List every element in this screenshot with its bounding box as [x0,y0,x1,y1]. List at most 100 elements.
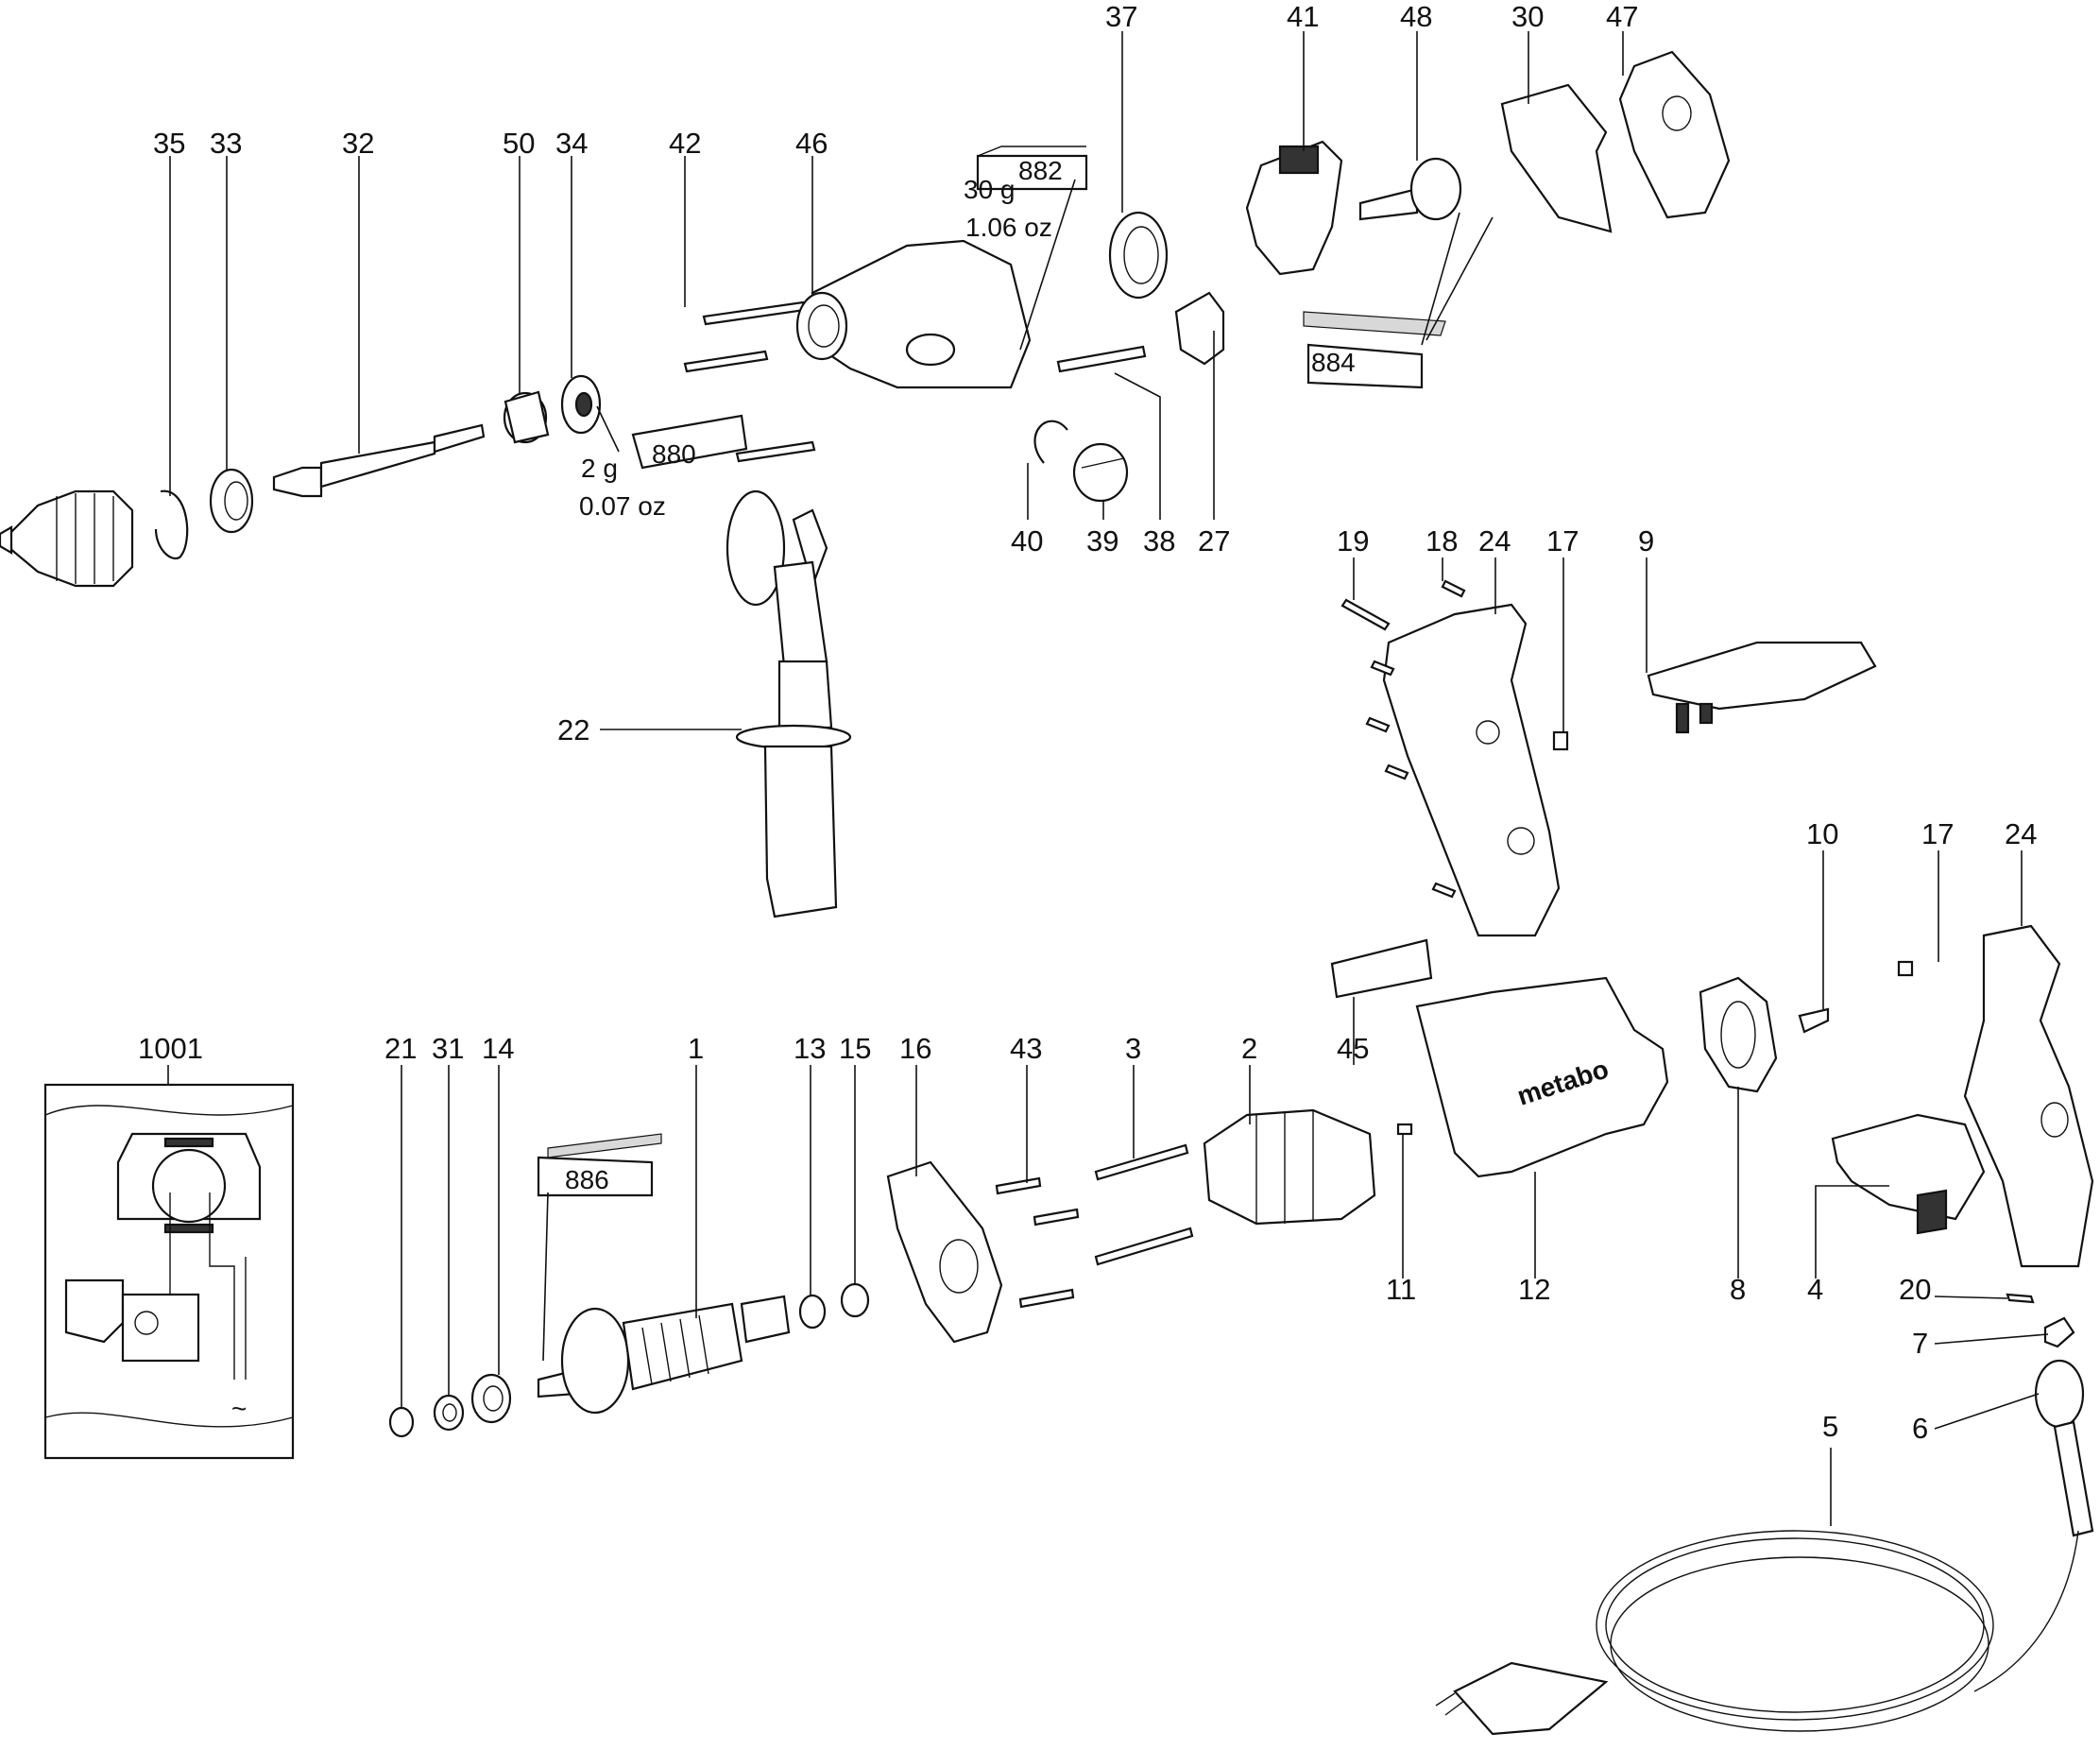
grease-882-amount: 30 g [964,175,1016,204]
part-33-bearing [209,468,254,534]
grease-884-code: 884 [1311,348,1356,377]
part-9-cover-plate [1647,641,1877,734]
label-45: 45 [1337,1032,1369,1065]
part-3-screws [1094,1143,1194,1266]
label-1: 1 [688,1032,704,1065]
part-20-screw [2006,1293,2035,1304]
part-17b-pin [1897,960,1914,977]
part-5-power-cord [1435,1530,2079,1736]
grease-tube-880: 880 [631,414,748,470]
label-3: 3 [1125,1032,1141,1065]
label-4: 4 [1807,1273,1823,1306]
label-42: 42 [669,127,701,160]
label-38: 38 [1143,524,1175,558]
part-24b-handle-half-right [1963,924,2094,1268]
part-46-gear-housing [795,239,1032,389]
part-24-handle-half-left [1382,603,1561,937]
label-7: 7 [1912,1327,1928,1360]
label-17b: 17 [1921,817,1954,850]
label-1001: 1001 [138,1032,203,1065]
part-35-circlip [154,489,189,560]
label-5: 5 [1822,1410,1838,1443]
label-16: 16 [899,1032,931,1065]
part-32-spindle [272,423,486,498]
label-30: 30 [1511,0,1544,33]
part-37-gear [1108,211,1169,300]
label-11: 11 [1386,1273,1416,1306]
part-14-bearing [470,1373,512,1424]
part-11-pin [1396,1123,1413,1136]
schematic-ac-symbol: ~ [231,1394,247,1423]
part-27-bracket [1174,291,1225,366]
label-50: 50 [503,127,535,160]
label-37: 37 [1105,0,1137,33]
grease-880-code: 880 [652,439,696,469]
part-50-ring [503,390,550,444]
label-15: 15 [839,1032,871,1065]
label-40: 40 [1011,524,1043,558]
label-43: 43 [1010,1032,1042,1065]
label-12: 12 [1518,1273,1550,1306]
grease-882-amount-alt: 1.06 oz [965,213,1052,242]
part-8-switch-ring [1699,976,1778,1093]
part-16-brush-holder [886,1160,1003,1344]
leader-lines [167,31,2049,1526]
part-10-clip [1798,1007,1830,1034]
part-17-pin [1552,730,1569,751]
label-9: 9 [1638,524,1654,558]
grease-tube-886: 886 [537,1133,662,1197]
part-12-motor-housing: metabo [1415,976,1669,1178]
label-20: 20 [1899,1273,1931,1306]
label-32: 32 [342,127,374,160]
label-8: 8 [1730,1273,1746,1306]
label-46: 46 [795,127,828,160]
label-48: 48 [1400,0,1432,33]
label-19: 19 [1337,524,1369,558]
part-7-cable-clamp [2043,1316,2075,1348]
label-13: 13 [794,1032,826,1065]
label-24b: 24 [2005,817,2037,850]
label-2: 2 [1241,1032,1257,1065]
part-41-switch-block [1245,140,1343,276]
label-24: 24 [1478,524,1511,558]
part-13-washer [798,1294,827,1330]
label-22: 22 [557,713,589,746]
part-48-shaft-gear [1358,157,1462,221]
grease-882-code: 882 [1018,156,1063,185]
part-number-labels: 35 33 32 50 3 4 42 46 37 41 48 30 47 40 3… [138,0,2037,1445]
label-14: 14 [482,1032,514,1065]
grease-880-amount-alt: 0.07 oz [579,491,666,521]
part-6-cable-sleeve [2034,1359,2094,1537]
part-43-pins [995,1176,1080,1309]
part-4-switch [1831,1113,1986,1235]
label-41: 41 [1287,0,1319,33]
part-2-field-coil [1203,1108,1376,1226]
part-30-gasket [1500,83,1613,233]
part-40-clip [1033,420,1068,464]
part-34-bearing [560,374,602,435]
part-47-cover [1618,50,1731,219]
part-19-18-screws [1340,579,1466,899]
part-38-pin [1056,345,1147,373]
part-45-label [1330,938,1433,999]
part-39-knob [1072,442,1129,503]
label-10: 10 [1806,817,1838,850]
label-21: 21 [384,1032,417,1065]
part-31-nut [433,1394,465,1432]
label-6: 6 [1912,1412,1928,1445]
part-1-armature [537,1295,791,1415]
grease-886-code: 886 [565,1165,609,1194]
label-47: 47 [1606,0,1638,33]
grease-tube-884: 884 [1303,311,1446,389]
part-22-side-handle [726,489,852,918]
label-39: 39 [1086,524,1118,558]
part-1001-schematic: ~ [43,1083,295,1460]
label-35: 35 [153,127,185,160]
grease-880-amount: 2 g [581,454,618,483]
label-33: 33 [210,127,242,160]
part-42-screws [683,300,816,463]
part-21-bushing [388,1406,415,1438]
label-18: 18 [1426,524,1458,558]
label-31: 31 [432,1032,464,1065]
